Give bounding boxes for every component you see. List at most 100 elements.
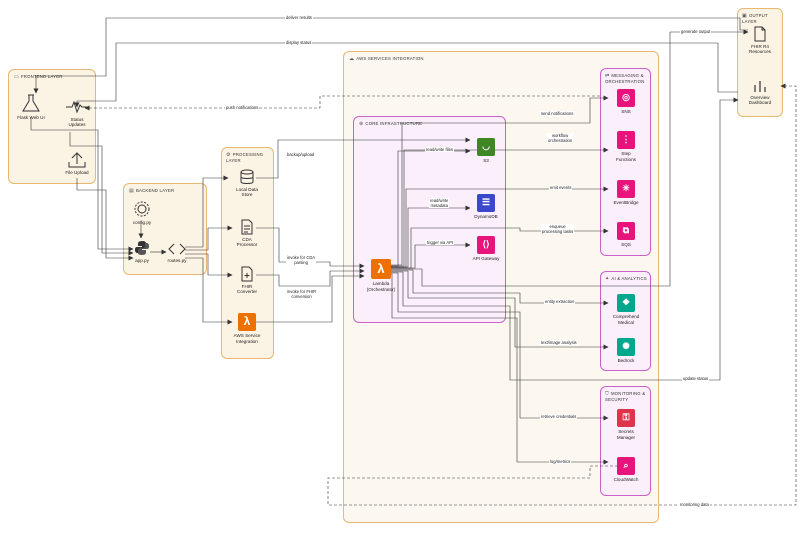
edge-lambda-sns (386, 95, 609, 266)
node-aws-service-integration[interactable]: λ AWS Service Integration (224, 313, 270, 344)
node-overview-dashboard[interactable]: Overview Dashboard (740, 79, 780, 106)
label-cloudwatch: CloudWatch (613, 477, 639, 482)
node-cda-processor[interactable]: CDA Processor (226, 219, 268, 248)
label-retrieve-credentials: retrieve credentials (540, 414, 578, 419)
node-app-py[interactable]: app.py (130, 240, 154, 263)
edge-lambda-cloudwatch (386, 273, 609, 465)
node-eventbridge[interactable]: ✳ EventBridge (606, 180, 646, 206)
edge-lambda-secrets (386, 272, 609, 421)
database-icon (240, 169, 254, 184)
edge-status-app (69, 132, 134, 256)
lock-icon: ⚿ (617, 409, 635, 427)
node-lambda-orchestrator[interactable]: λ Lambda (Orchestrator) (358, 259, 404, 292)
label-overview-dashboard: Overview Dashboard (748, 94, 772, 106)
label-eventbridge: EventBridge (613, 200, 639, 205)
edge-backup-upload (256, 137, 471, 179)
label-s3: S3 (483, 158, 489, 163)
edge-lambda-generate-output (386, 29, 749, 287)
node-dynamodb[interactable]: ☰ DynamoDB (466, 194, 506, 220)
processing-layer-title: PROCESSING LAYER (226, 152, 264, 163)
lambda-icon: λ (371, 259, 391, 279)
gear-icon (134, 201, 150, 217)
node-fhir-converter[interactable]: FHIR Converter (226, 266, 268, 295)
bedrock-icon: ✺ (617, 338, 635, 356)
label-comprehend-medical: Comprehend Medical (612, 314, 640, 325)
label-step-functions: Step Functions (616, 151, 636, 162)
label-display-status: display status (285, 40, 313, 45)
node-config-py[interactable]: config.py (126, 200, 158, 225)
label-secrets-manager: Secrets Manager (616, 429, 636, 440)
label-send-notifications: send notifications (540, 111, 575, 116)
api-gateway-icon: ⟨⟩ (477, 236, 495, 254)
shield-icon: ⛉ (605, 391, 609, 397)
label-app-py: app.py (135, 257, 149, 263)
label-trigger-api: trigger via API (426, 240, 455, 245)
node-s3[interactable]: ◡ S3 (466, 138, 506, 164)
file-icon (754, 26, 766, 42)
sparkle-icon: ✦ (605, 276, 610, 282)
server-icon: ▤ (129, 188, 134, 194)
edge-fhir-lambda (256, 268, 365, 287)
node-cloudwatch[interactable]: ⌕ CloudWatch (606, 457, 646, 483)
backend-layer-group: ▤BACKEND LAYER (123, 183, 207, 275)
messaging-title: MESSAGING & ORCHESTRATION (605, 73, 645, 84)
edge-lambda-comprehend (386, 269, 609, 306)
label-aws-service-integration: AWS Service Integration (233, 333, 261, 344)
code-brackets-icon (168, 243, 186, 255)
monitor-icon: ▭ (14, 74, 19, 80)
label-workflow-orchestration: workflow orchestration (547, 133, 574, 143)
node-sns[interactable]: ◎ SNS (606, 89, 646, 115)
edge-lambda-sqs (386, 227, 609, 269)
node-sqs[interactable]: ⧉ SQS (606, 222, 646, 248)
node-flask-web-ui[interactable]: Flask Web UI (12, 93, 50, 120)
node-fhir-r4-resources[interactable]: FHIR R4 Resources (740, 26, 780, 55)
label-sqs: SQS (621, 242, 631, 247)
label-config-py: config.py (132, 219, 152, 225)
edge-lambda-update-status (386, 97, 739, 381)
edge-flask-app (30, 117, 134, 252)
document-icon (241, 219, 253, 235)
edge-routes-cda (185, 225, 233, 251)
label-local-data-store: Local Data Store (236, 186, 258, 198)
frontend-layer-group: ▭FRONTEND LAYER (8, 69, 96, 184)
sqs-icon: ⧉ (617, 222, 635, 240)
label-cda-processor: CDA Processor (236, 236, 258, 248)
node-file-upload[interactable]: File Upload (58, 152, 96, 175)
label-entity-extraction: entity extraction (544, 299, 576, 304)
node-api-gateway[interactable]: ⟨⟩ API Gateway (466, 236, 506, 262)
label-cda-parsing: invoke for CDA parsing (286, 255, 317, 265)
node-secrets-manager[interactable]: ⚿ Secrets Manager (606, 409, 646, 440)
edge-display-status (74, 42, 738, 108)
edge-routes-fhir (185, 253, 233, 278)
comprehend-icon: ❖ (617, 294, 635, 312)
core-infrastructure-title: CORE INFRASTRUCTURE (365, 121, 423, 126)
label-push-notifications: push notifications (225, 105, 260, 110)
label-bedrock: Bedrock (617, 358, 635, 363)
edge-lambda-eventbridge (386, 186, 609, 268)
edge-routes-awsint (185, 257, 233, 325)
edge-deliver-results (33, 17, 748, 94)
label-flask-web-ui: Flask Web UI (17, 114, 45, 120)
node-bedrock[interactable]: ✺ Bedrock (606, 338, 646, 364)
python-icon (135, 241, 149, 255)
label-status-updates: Status Updates (68, 116, 86, 128)
label-dynamodb: DynamoDB (474, 214, 498, 219)
monitoring-group: ⛉MONITORING & SECURITY (600, 386, 651, 496)
label-fhir-conversion: invoke for FHIR conversion (286, 289, 318, 299)
node-comprehend-medical[interactable]: ❖ Comprehend Medical (603, 294, 649, 325)
gear-icon: ⚙ (226, 152, 231, 158)
cloudwatch-icon: ⌕ (617, 457, 635, 475)
label-update-status: update status (682, 376, 710, 381)
shuffle-icon: ⇄ (605, 73, 610, 79)
node-step-functions[interactable]: ⋮ Step Functions (606, 131, 646, 162)
upload-icon (68, 152, 86, 168)
node-local-data-store[interactable]: Local Data Store (226, 169, 268, 198)
step-functions-icon: ⋮ (617, 131, 635, 149)
label-fhir-r4-resources: FHIR R4 Resources (749, 43, 771, 55)
node-status-updates[interactable]: Status Updates (58, 99, 96, 128)
edge-lambda-s3 (386, 148, 471, 267)
label-read-write-files: read/write files (425, 147, 454, 152)
output-layer-group: ▣OUTPUT LAYER (737, 8, 783, 117)
label-log-metrics: log/metrics (549, 459, 572, 464)
node-routes-py[interactable]: routes.py (163, 242, 191, 263)
